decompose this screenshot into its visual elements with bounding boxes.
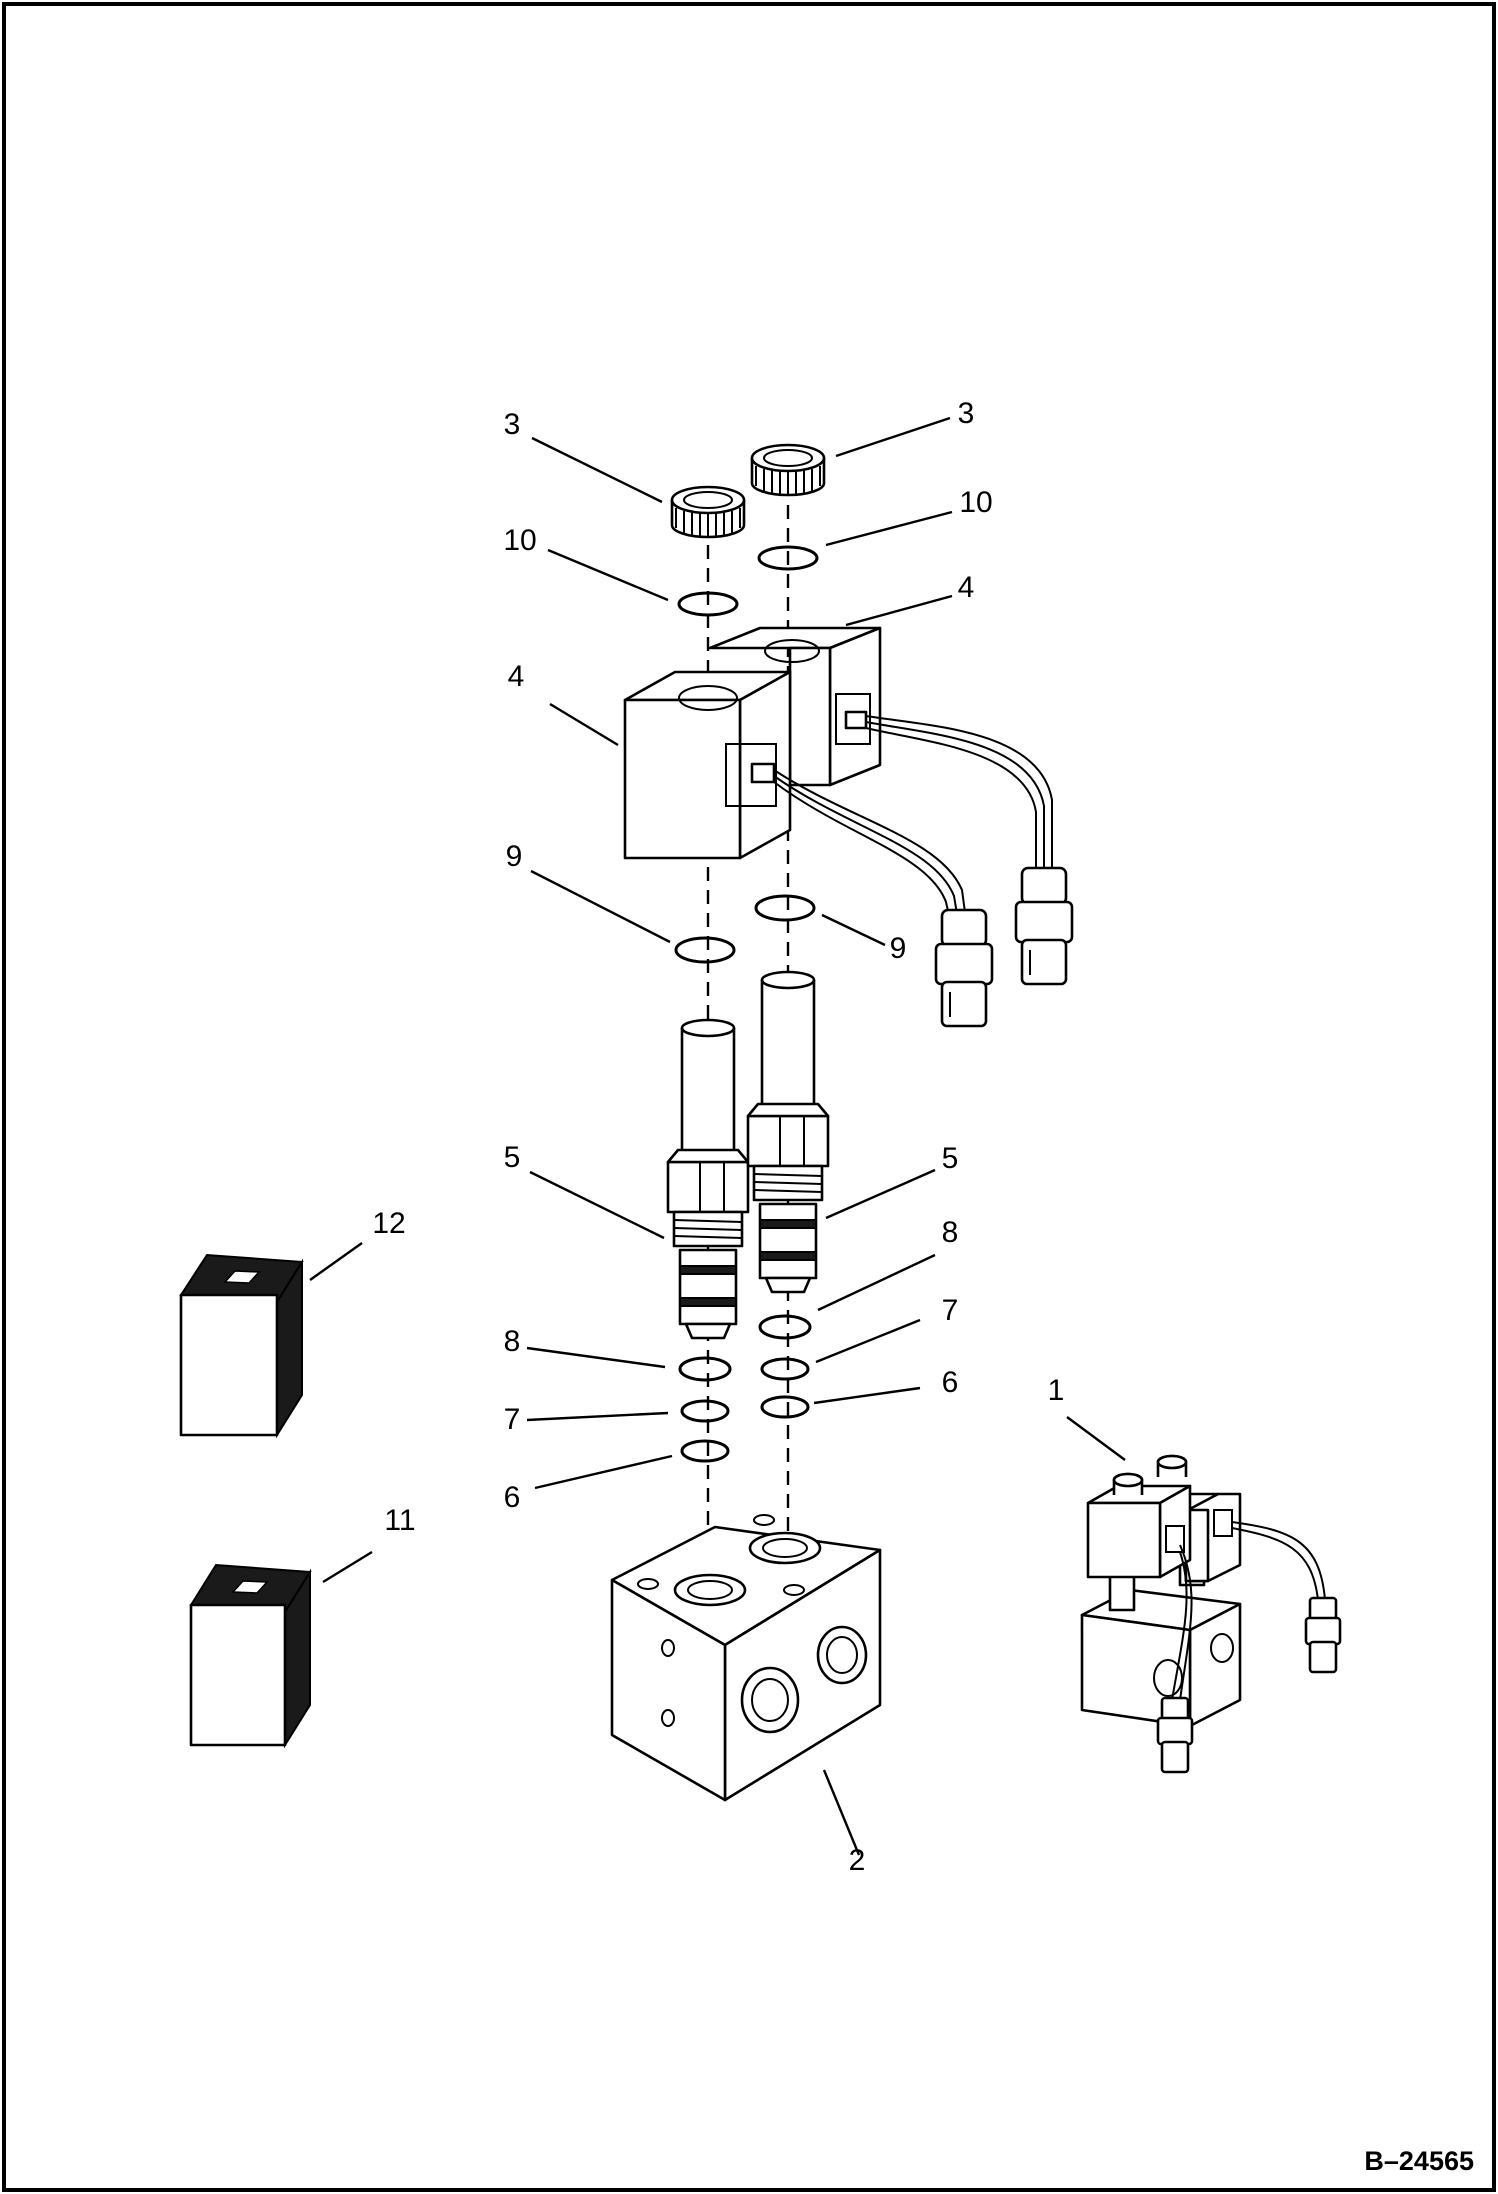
callout-8-left: 8	[504, 1325, 521, 1358]
seal-ring-6-left	[680, 1439, 730, 1463]
manifold-block	[610, 1514, 882, 1802]
callout-1: 1	[1048, 1374, 1065, 1407]
callout-5-left: 5	[504, 1141, 521, 1174]
decal-12	[179, 1253, 304, 1439]
o-ring-10-right	[757, 545, 819, 571]
callout-4-right: 4	[958, 571, 975, 604]
callout-8-right: 8	[942, 1216, 959, 1249]
coil-connector-right	[1014, 866, 1074, 986]
callout-11: 11	[384, 1504, 415, 1537]
callout-9-left: 9	[506, 840, 523, 873]
callout-3-left: 3	[504, 408, 521, 441]
seal-ring-8-right	[758, 1314, 812, 1340]
callout-2: 2	[849, 1844, 866, 1877]
document-number: B–24565	[1364, 2146, 1474, 2176]
coil-wire-leads	[773, 715, 1053, 921]
coil-nut-left	[670, 485, 746, 539]
seal-ring-6-right	[760, 1395, 810, 1419]
o-ring-9-right	[754, 894, 816, 922]
callout-3-right: 3	[958, 397, 975, 430]
callout-10-right: 10	[959, 486, 992, 519]
seal-ring-7-right	[760, 1357, 810, 1381]
coil-nut-right	[750, 443, 826, 497]
callout-7-left: 7	[504, 1403, 521, 1436]
o-ring-9-left	[674, 936, 736, 964]
cartridge-valve-right	[746, 970, 830, 1294]
valve-assembly-small	[1080, 1454, 1342, 1774]
callout-6-right: 6	[942, 1366, 959, 1399]
callout-7-right: 7	[942, 1294, 959, 1327]
callout-5-right: 5	[942, 1142, 959, 1175]
callout-9-right: 9	[890, 932, 907, 965]
leader-lines	[309, 416, 1126, 1856]
o-ring-10-left	[677, 591, 739, 617]
callout-12: 12	[372, 1207, 405, 1240]
callout-10-left: 10	[503, 524, 536, 557]
seal-ring-8-left	[678, 1356, 732, 1382]
solenoid-coil-right	[708, 626, 882, 787]
seal-ring-7-left	[680, 1399, 730, 1423]
cartridge-valve-left	[666, 1018, 750, 1340]
callout-6-left: 6	[504, 1481, 521, 1514]
solenoid-coil-left	[623, 670, 792, 860]
coil-connector-left	[934, 908, 994, 1028]
callout-4-left: 4	[508, 660, 525, 693]
decal-11	[189, 1563, 312, 1749]
